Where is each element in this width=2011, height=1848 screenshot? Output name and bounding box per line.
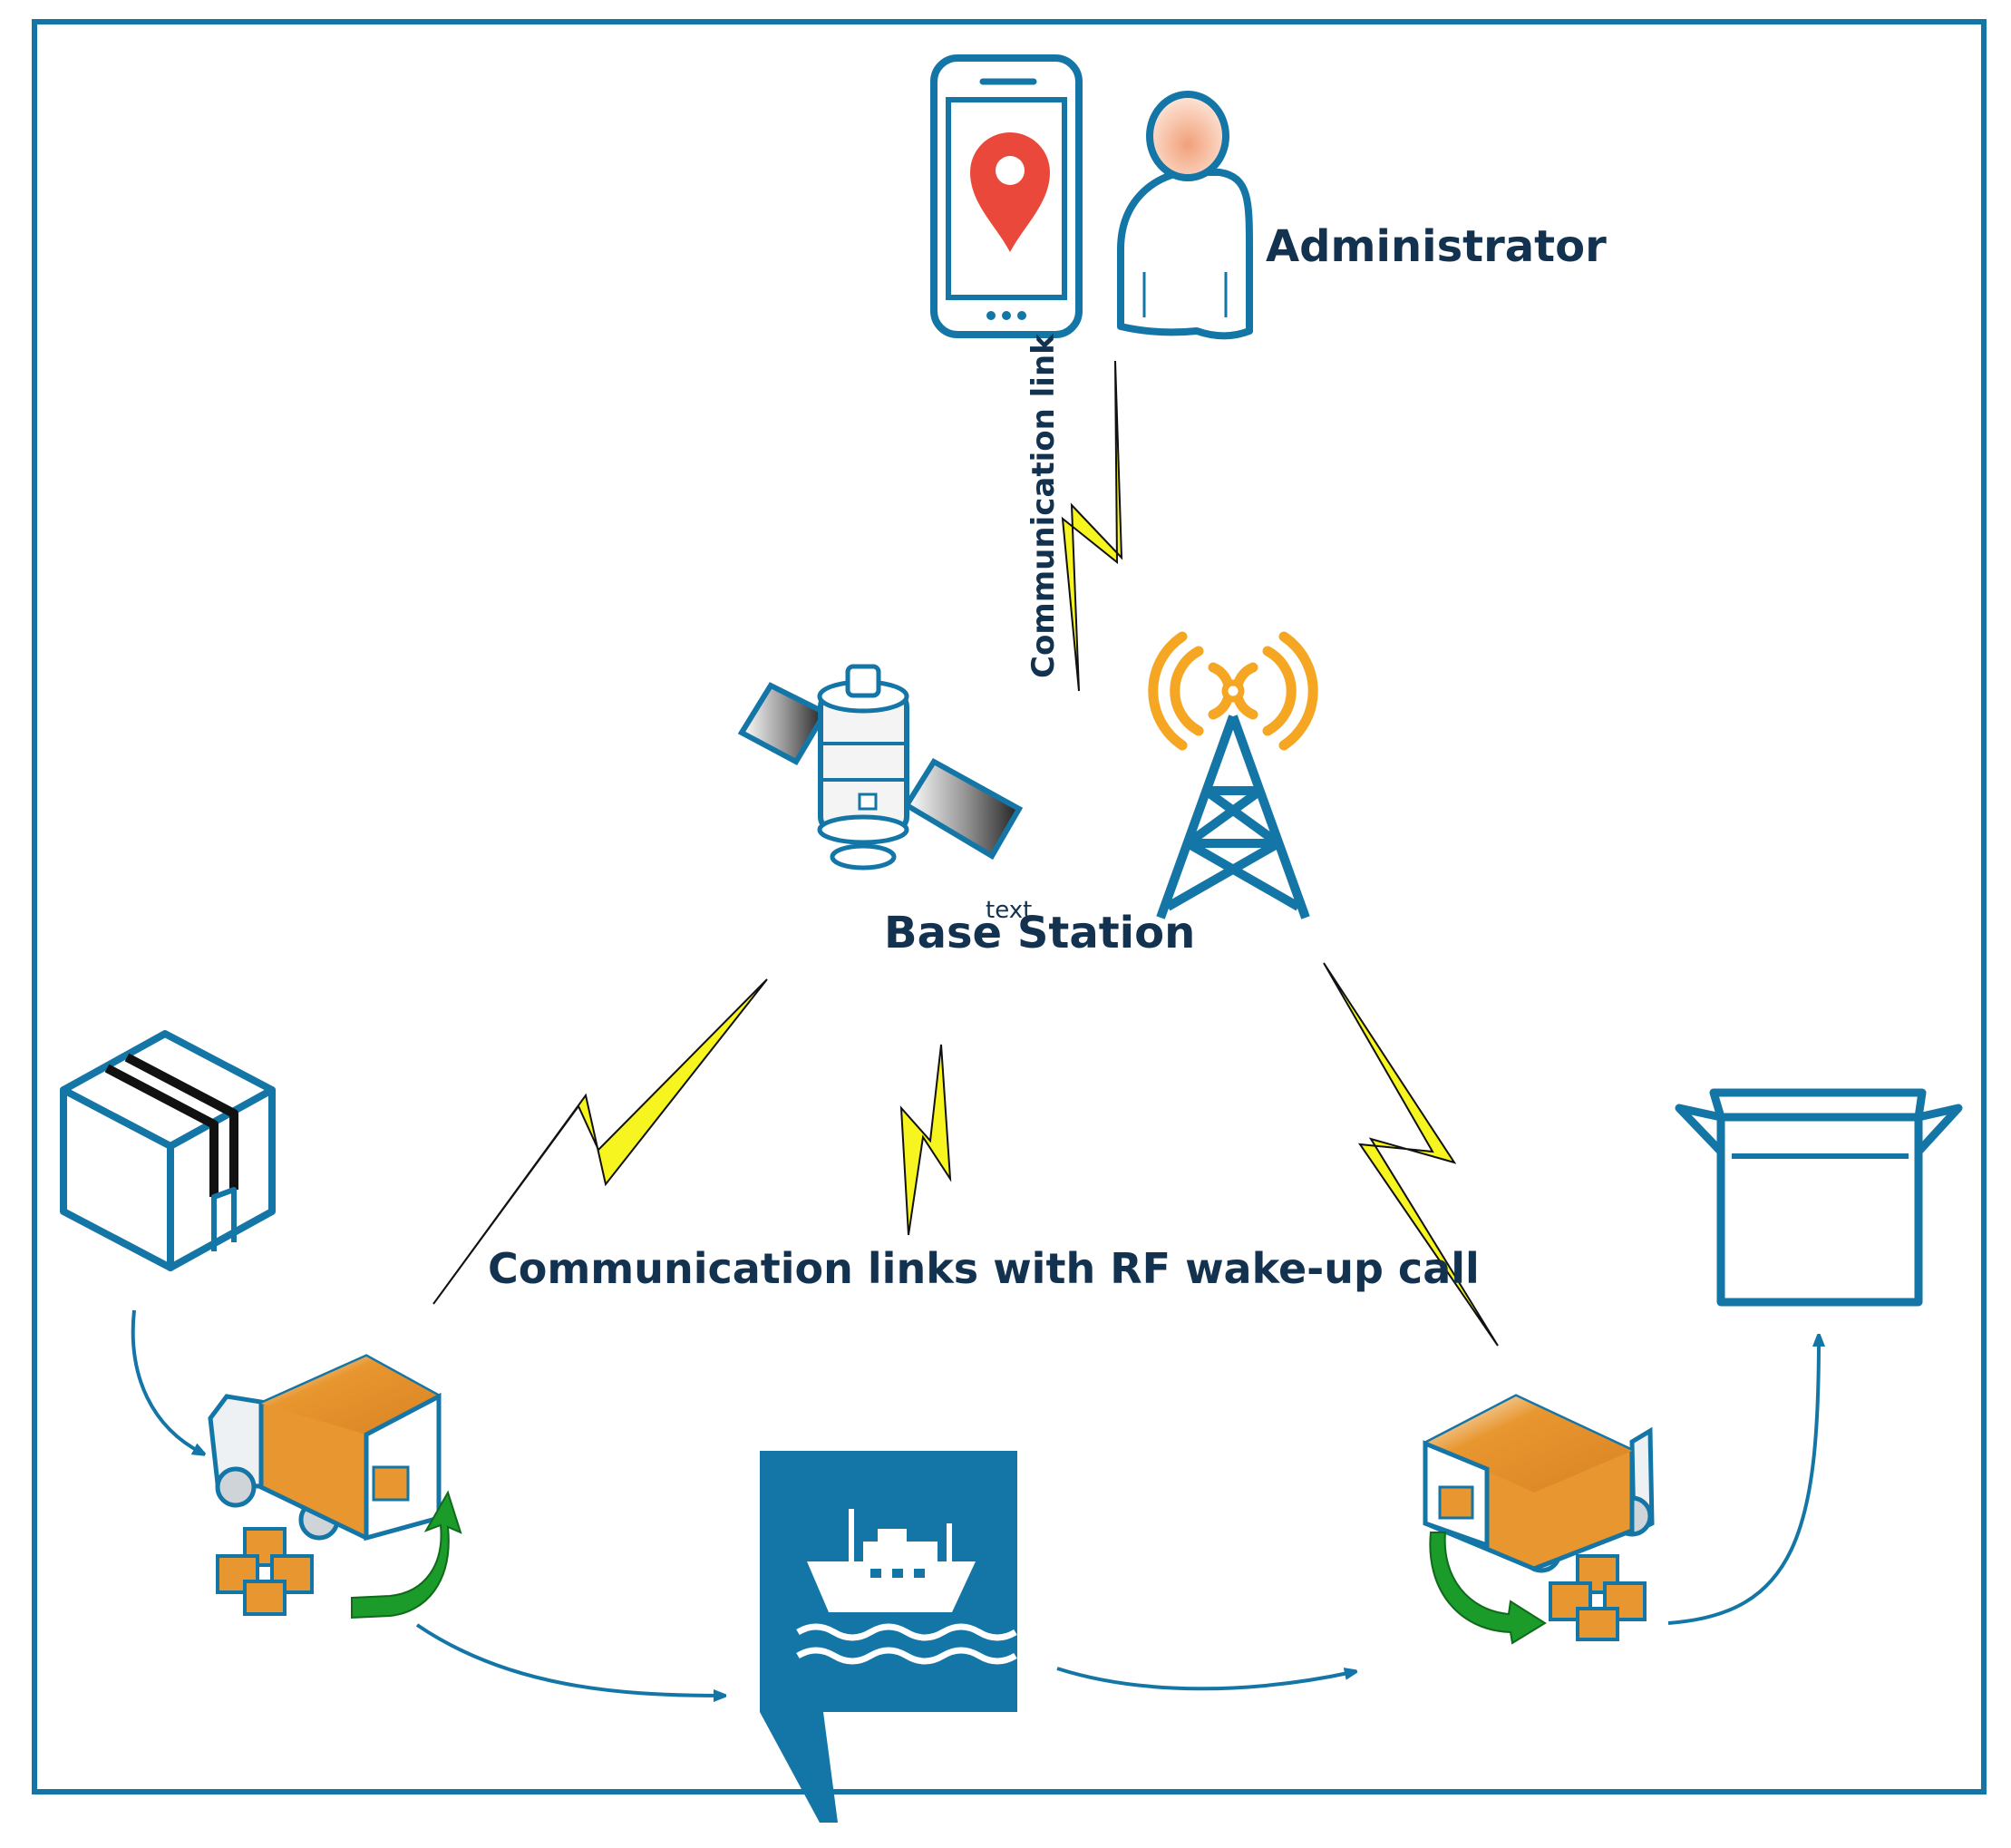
flow-arrow-ship-to-truck	[1056, 1667, 1353, 1691]
base-station-label: Base Station	[884, 908, 1195, 958]
stacked-boxes-icon	[216, 1527, 314, 1616]
open-box-icon	[1675, 1088, 1963, 1307]
lightning-bolt-right	[1323, 962, 1499, 1347]
base-station-tower-icon	[1148, 631, 1318, 919]
map-pin-icon	[970, 132, 1050, 252]
lightning-bolt-admin-link	[1061, 360, 1123, 692]
sealed-package-icon	[60, 1030, 276, 1271]
rf-links-label: Communication links with RF wake-up call	[488, 1244, 1480, 1293]
stacked-boxes-icon-right	[1549, 1554, 1647, 1641]
green-arrow-unload-icon	[1429, 1532, 1547, 1645]
flow-arrow-truck-to-box	[1667, 1338, 1819, 1625]
cargo-ship-icon	[760, 1451, 1017, 1823]
green-arrow-load-icon	[351, 1490, 462, 1619]
lightning-bolt-left	[432, 978, 768, 1305]
placeholder-text-label: text	[986, 897, 1032, 924]
administrator-label: Administrator	[1266, 221, 1607, 272]
lightning-bolt-center	[899, 1044, 952, 1236]
antenna-waves-icon	[1148, 631, 1318, 751]
loading-truck-icon	[208, 1354, 462, 1619]
smartphone-map-pin-icon	[930, 54, 1083, 338]
administrator-user-icon	[1117, 91, 1253, 340]
unloading-truck-icon	[1423, 1394, 1655, 1645]
flow-arrow-truck-to-ship	[415, 1623, 722, 1696]
communication-link-label: Communication link	[1025, 333, 1062, 678]
outer-frame	[32, 19, 1987, 1795]
flow-arrow-box-to-truck	[131, 1309, 201, 1453]
satellite-icon	[737, 664, 1024, 871]
